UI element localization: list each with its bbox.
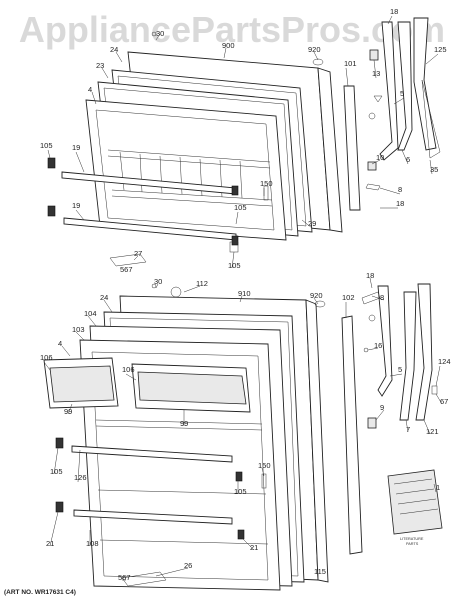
fresh-food-part-112 <box>170 286 182 298</box>
callout-26: 26 <box>184 561 192 570</box>
callout-920-bottom: 920 <box>310 291 323 300</box>
callout-24-bottom: 24 <box>100 293 108 302</box>
literature-label-line1: LITERATURE <box>400 537 424 541</box>
callout-18-top-lower: 18 <box>396 199 404 208</box>
callout-7: 7 <box>406 425 410 434</box>
callout-21-right: 21 <box>250 543 258 552</box>
freezer-handle-6 <box>397 21 413 151</box>
callout-567-bottom: 567 <box>118 573 131 582</box>
freezer-hinge-bar <box>379 21 399 161</box>
fresh-food-handle-121 <box>415 283 433 421</box>
callout-10: 10 <box>376 153 384 162</box>
fresh-food-shelf-bar-upper <box>71 445 233 463</box>
callout-106-right: 106 <box>122 365 135 374</box>
callout-30-top: 30 <box>156 29 164 38</box>
fresh-food-shelf-cap-lower <box>55 501 64 513</box>
callout-18-top: 18 <box>390 7 398 16</box>
callout-18-bottom: 18 <box>366 271 374 280</box>
callout-567-top: 567 <box>120 265 133 274</box>
callout-105-top-left: 105 <box>40 141 53 150</box>
callout-900: 900 <box>222 41 235 50</box>
freezer-inner-liner <box>85 99 287 241</box>
callout-103: 103 <box>72 325 85 334</box>
freezer-shelf-cap-right-upper <box>231 185 239 196</box>
callout-920-top: 920 <box>308 45 321 54</box>
callout-27: 27 <box>134 249 142 258</box>
callout-106-left: 106 <box>40 353 53 362</box>
callout-9: 9 <box>380 403 384 412</box>
fresh-food-door-edge <box>305 299 329 583</box>
fresh-food-callouts: 30 112 910 920 102 18 24 104 103 4 106 1… <box>40 271 451 582</box>
callout-125: 125 <box>434 45 447 54</box>
callout-105-top-mid: 105 <box>234 203 247 212</box>
callout-23: 23 <box>96 61 104 70</box>
callout-8-top: 8 <box>398 185 402 194</box>
callout-99-left: 99 <box>64 407 72 416</box>
freezer-callouts: 30 900 920 18 24 23 4 101 13 5 125 105 1… <box>40 7 447 274</box>
callout-35: 35 <box>430 165 438 174</box>
freezer-handle-125 <box>413 17 437 151</box>
freezer-door-side-trim <box>343 85 361 211</box>
callout-105-top-bottom: 105 <box>228 261 241 270</box>
fresh-food-shelf-bar-lower <box>73 509 233 525</box>
fresh-food-door-assembly <box>43 283 443 591</box>
freezer-part-27 <box>109 253 147 267</box>
callout-150-bottom: 150 <box>258 461 271 470</box>
callout-4-bottom: 4 <box>58 339 62 348</box>
callout-16: 16 <box>374 341 382 350</box>
freezer-shelf-cap-right-lower <box>231 235 239 246</box>
callout-19-upper: 19 <box>72 143 80 152</box>
callout-5-bottom: 5 <box>398 365 402 374</box>
callout-104: 104 <box>84 309 97 318</box>
callout-105-bottom-left: 105 <box>50 467 63 476</box>
fresh-food-part-8 <box>367 417 377 429</box>
leader-lines <box>43 15 443 581</box>
freezer-shelf-cap-upper <box>47 157 56 169</box>
callout-21-left: 21 <box>46 539 54 548</box>
freezer-door-assembly <box>47 17 441 267</box>
fresh-food-hinge-bar <box>377 285 393 397</box>
art-number: (ART NO. WR17631 C4) <box>4 589 76 596</box>
fresh-food-door-side-trim <box>341 315 363 555</box>
watermark-text: AppliancePartsPros.com <box>19 9 445 50</box>
freezer-door-edge <box>317 67 343 233</box>
callout-112: 112 <box>196 279 208 288</box>
callout-67: 67 <box>440 397 448 406</box>
fresh-food-shelf-cap-right-lower <box>237 529 245 540</box>
callout-4-top: 4 <box>88 85 92 94</box>
callout-105-bottom-mid: 105 <box>234 487 247 496</box>
callout-19-lower: 19 <box>72 201 80 210</box>
callout-102: 102 <box>342 293 355 302</box>
fresh-food-shelf-cap-right <box>235 471 243 482</box>
callout-108: 108 <box>86 539 99 548</box>
callout-101: 101 <box>344 59 357 68</box>
freezer-shelf-cap-lower <box>47 205 56 217</box>
callout-115: 115 <box>314 567 326 576</box>
callout-8-bottom: 8 <box>380 293 384 302</box>
fresh-food-handle-7 <box>399 291 417 421</box>
fresh-food-shelf-cap-upper <box>55 437 64 449</box>
freezer-part-13 <box>369 49 379 61</box>
callout-910: 910 <box>238 289 251 298</box>
freezer-part-10 <box>367 161 377 171</box>
callout-126: 126 <box>74 473 87 482</box>
fresh-food-part-26 <box>121 571 167 587</box>
callout-29: 29 <box>308 219 316 228</box>
callout-1: 1 <box>436 483 440 492</box>
callout-13: 13 <box>372 69 380 78</box>
callout-124: 124 <box>438 357 451 366</box>
callout-6: 6 <box>406 155 410 164</box>
literature-label-line2: PARTS <box>406 542 419 546</box>
callout-150-top: 150 <box>260 179 273 188</box>
callout-24-top: 24 <box>110 45 118 54</box>
callout-30-bottom: 30 <box>154 277 162 286</box>
callout-5-top: 5 <box>400 89 404 98</box>
callout-121: 121 <box>426 427 439 436</box>
